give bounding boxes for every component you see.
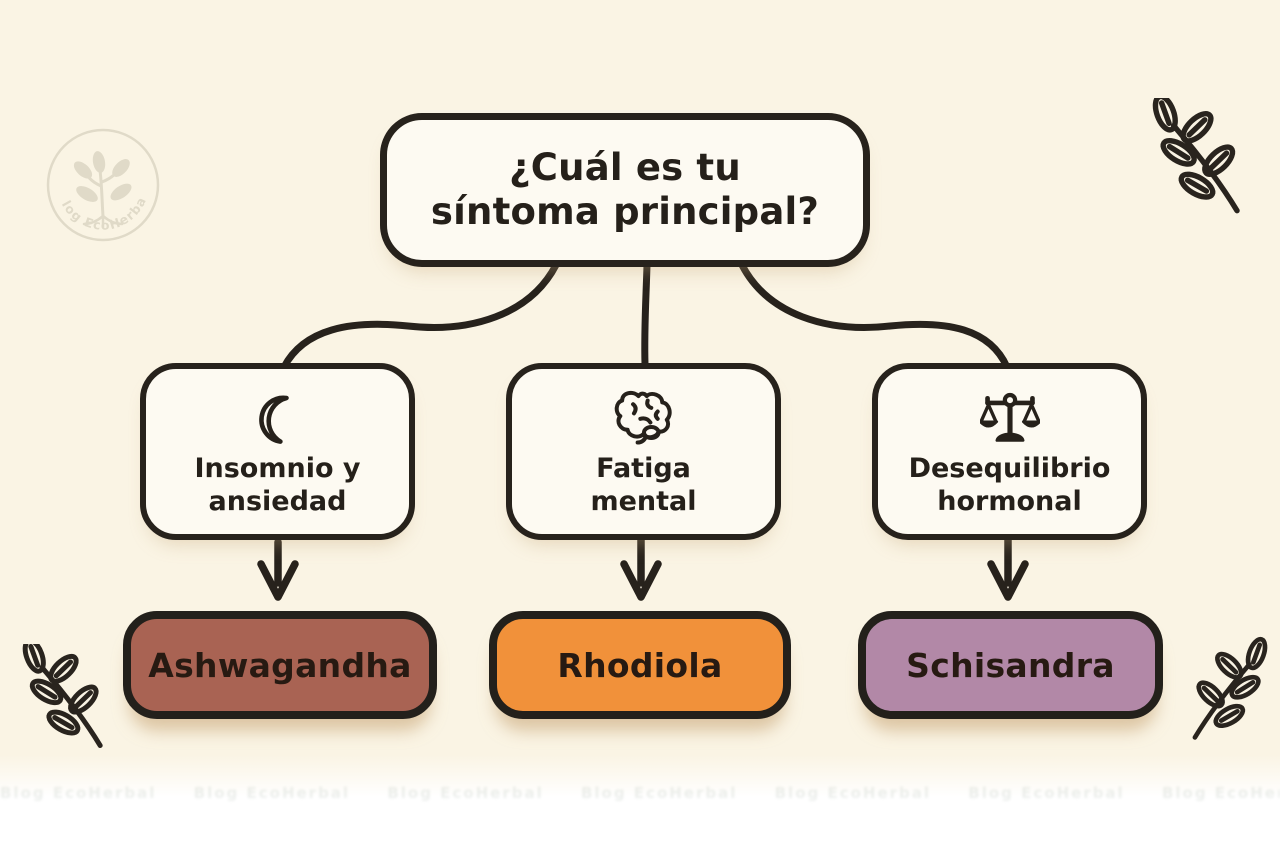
remedy-node-schisandra: Schisandra [858,611,1163,719]
remedy-node-rhodiola: Rhodiola [489,611,791,719]
connector-right [738,261,1011,371]
symptom-label: Insomnio y ansiedad [194,453,360,519]
watermark-strip-text: Blog EcoHerbal [387,784,544,802]
connector-left [280,261,560,371]
question-node: ¿Cuál es tu síntoma principal? [380,113,870,267]
symptom-node-insomnio: Insomnio y ansiedad [140,363,415,540]
remedy-label: Rhodiola [557,645,723,685]
watermark-strip-text: Blog EcoHerbal [968,784,1125,802]
watermark-strip-text: Blog EcoHerbal [774,784,932,802]
symptom-node-desequilibrio: Desequilibrio hormonal [872,363,1147,540]
watermark-strip-text: Blog EcoHerbal [1161,784,1280,802]
leaf-sprig-bottom-left [22,644,114,752]
leaf-sprig-bottom-right [1182,630,1268,756]
symptom-label: Desequilibrio hormonal [909,453,1111,519]
symptom-node-fatiga: Fatiga mental [506,363,781,540]
leaf-sprig-top-right [1152,98,1252,220]
scales-icon [979,390,1040,446]
brand-watermark-logo: Blog EcoHerbal [42,126,160,242]
question-line-2: síntoma principal? [430,190,820,233]
remedy-node-ashwagandha: Ashwagandha [123,611,437,719]
watermark-strip-text: Blog EcoHerbal [193,784,351,802]
symptom-line: Insomnio y [194,453,361,485]
crescent-moon-icon [256,390,300,446]
brain-icon [613,390,675,446]
watermark-strip: Blog EcoHerbal Blog EcoHerbal Blog EcoHe… [0,784,1280,806]
remedy-label: Schisandra [906,645,1115,685]
remedy-label: Ashwagandha [148,645,412,685]
symptom-line: Desequilibrio [908,453,1111,485]
plant-logo-icon [73,151,132,229]
watermark-strip-text: Blog EcoHerbal [0,784,157,802]
arrow-center [620,535,662,601]
symptom-line: mental [590,486,697,517]
arrow-left [257,538,299,601]
symptom-label: Fatiga mental [590,453,696,519]
bottom-fade [0,755,1280,848]
symptom-line: hormonal [937,486,1082,517]
symptom-line: Fatiga [596,453,691,485]
question-line-1: ¿Cuál es tu [509,145,741,189]
symptom-line: ansiedad [208,486,347,517]
arrow-right [987,535,1029,601]
connector-center [641,261,651,368]
watermark-strip-text: Blog EcoHerbal [580,784,738,802]
